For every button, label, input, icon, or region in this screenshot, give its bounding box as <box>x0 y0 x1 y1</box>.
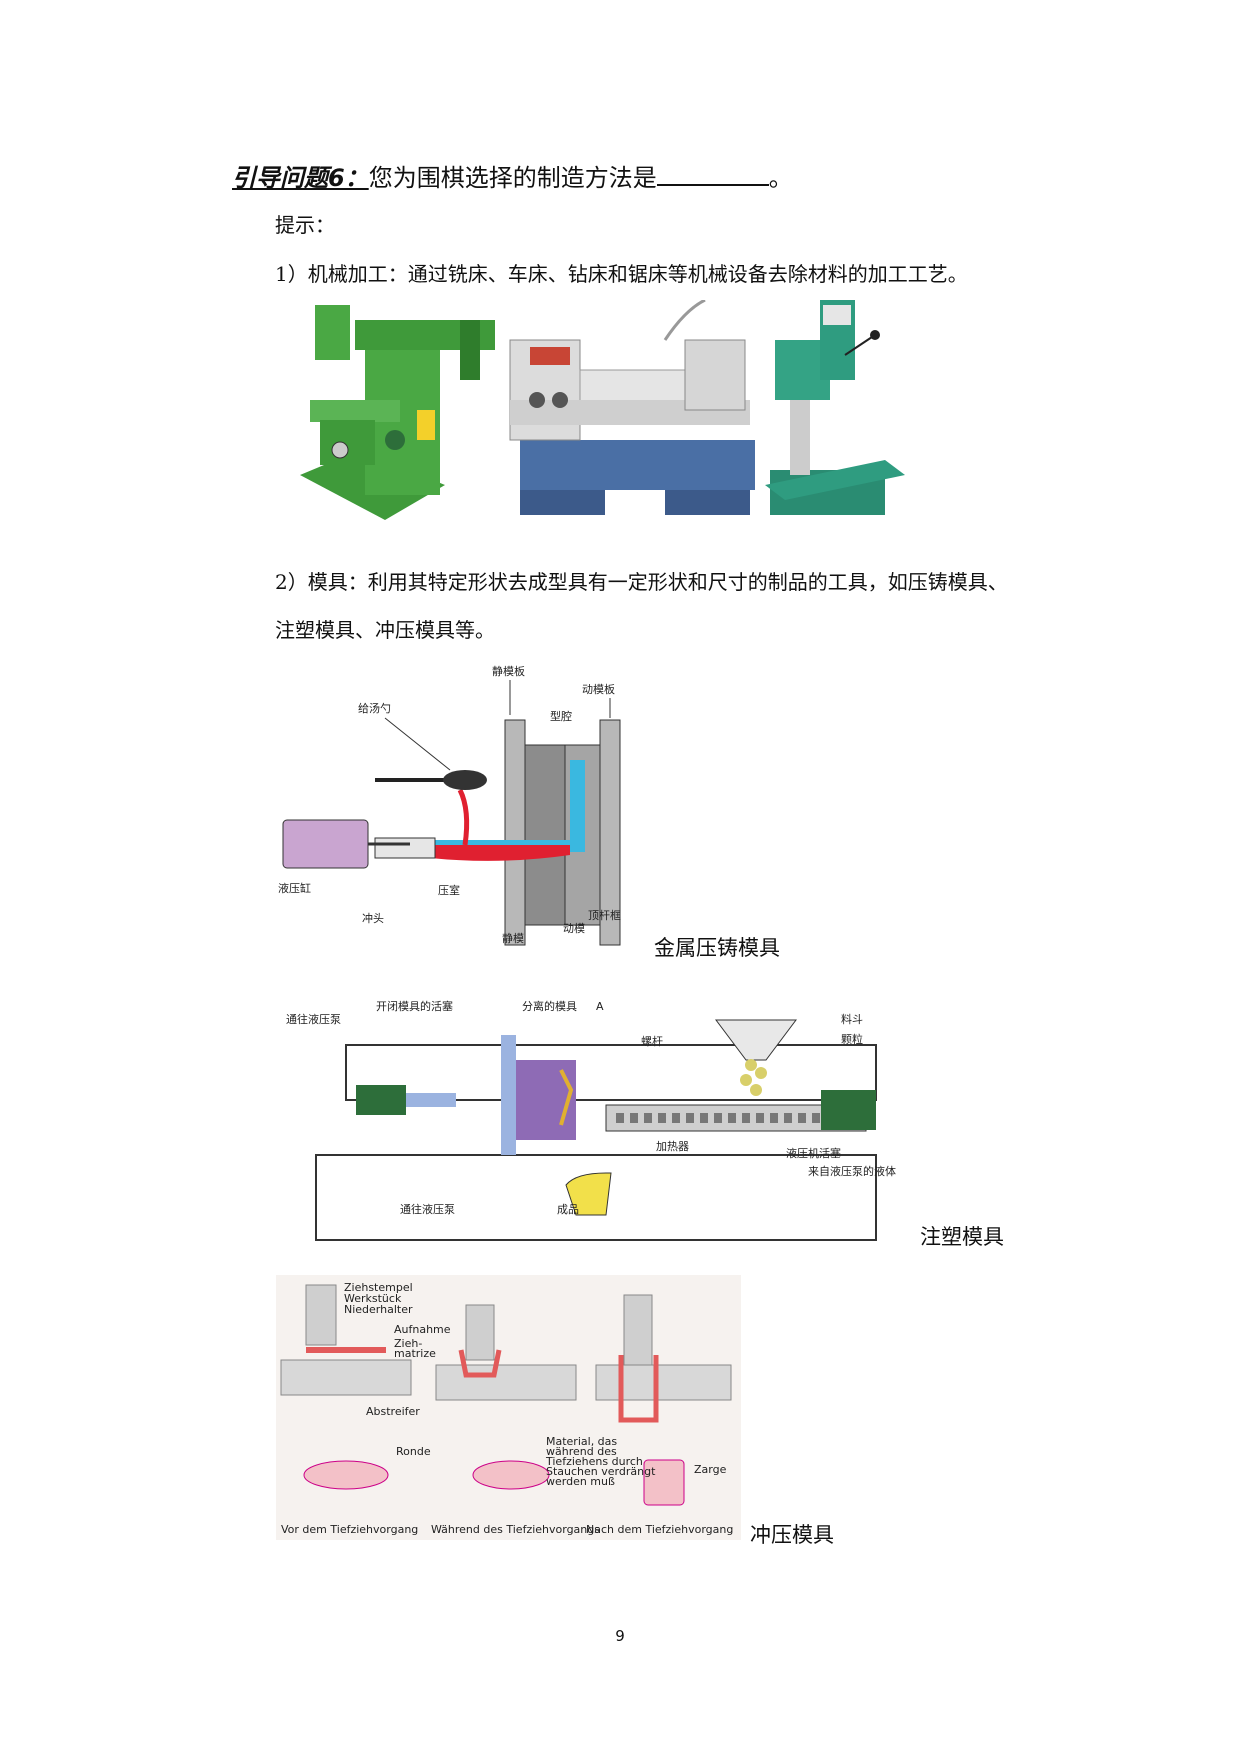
hyd-piston <box>821 1090 876 1130</box>
label-cavity: 型腔 <box>550 709 572 723</box>
stage-2 <box>435 1304 577 1490</box>
milling-machine-image <box>300 305 495 520</box>
label-granules: 颗粒 <box>841 1032 863 1046</box>
label-fluid-from-pump: 来自液压泵的液体 <box>808 1164 896 1178</box>
mold-left <box>516 1060 576 1140</box>
label-blank: Ronde <box>396 1445 431 1458</box>
label-holder: Niederhalter <box>344 1303 413 1316</box>
label-cylinder: 液压缸 <box>278 881 311 895</box>
label-cup: Zarge <box>694 1463 727 1476</box>
hydraulic-cylinder <box>282 819 369 869</box>
label-marker-a: A <box>596 1000 604 1013</box>
caption-stamping: 冲压模具 <box>750 1523 834 1547</box>
machining-photos <box>300 300 905 520</box>
label-screw: 螺杆 <box>641 1034 663 1048</box>
label-moving-die: 动模 <box>563 922 585 935</box>
piston-left <box>356 1085 406 1115</box>
item-2-line-1: 2）模具：利用其特定形状去成型具有一定形状和尺寸的制品的工具，如压铸模具、 <box>275 570 1008 594</box>
hopper <box>715 1019 797 1061</box>
label-ladle: 给汤勺 <box>358 701 391 715</box>
label-to-pump-bottom: 通往液压泵 <box>400 1202 455 1216</box>
question-end: 。 <box>768 164 793 192</box>
question-label: 引导问题6： <box>232 164 369 192</box>
label-hyd-piston: 液压机活塞 <box>786 1146 841 1160</box>
hint-label: 提示： <box>275 213 335 237</box>
page-number: 9 <box>615 1627 625 1645</box>
label-stage-3: Nach dem Tiefziehvorgang <box>586 1523 733 1536</box>
label-punch: Ziehstempel <box>344 1281 413 1294</box>
fixed-die <box>524 744 566 926</box>
label-heater: 加热器 <box>656 1140 689 1153</box>
molten-metal <box>425 845 570 861</box>
label-fixed-die: 静模 <box>502 931 524 945</box>
label-to-pump-left: 通往液压泵 <box>286 1012 341 1026</box>
item-1-text: 1）机械加工：通过铣床、车床、钻床和锯床等机械设备去除材料的加工工艺。 <box>275 262 968 286</box>
label-piston: 开闭模具的活塞 <box>376 999 453 1013</box>
label-fixed-plate: 静模板 <box>492 664 525 678</box>
stage-3 <box>595 1294 732 1506</box>
label-die-2: matrize <box>394 1347 436 1360</box>
label-note-2: während des <box>546 1445 617 1458</box>
item-2-line-2: 注塑模具、冲压模具等。 <box>275 618 495 642</box>
drill-press-image <box>765 300 905 515</box>
label-note-3: Tiefziehens durch <box>545 1455 643 1468</box>
label-note-5: werden muß <box>546 1475 615 1488</box>
product-bucket <box>565 1172 612 1216</box>
injection-molding-diagram: 通往液压泵 开闭模具的活塞 分离的模具 A 料斗 颗粒 螺杆 加热器 液压机活塞… <box>286 999 896 1241</box>
label-hopper: 料斗 <box>841 1012 863 1026</box>
label-note-1: Material, das <box>546 1435 617 1448</box>
label-product: 成品 <box>557 1203 579 1216</box>
label-stage-2: Während des Tiefziehvorgangs <box>431 1523 600 1536</box>
label-stripper: Abstreifer <box>366 1405 420 1418</box>
lathe-image <box>509 300 755 515</box>
fixed-plate <box>504 719 526 946</box>
answer-blank[interactable] <box>656 164 769 186</box>
label-moving-plate: 动模板 <box>582 682 615 696</box>
caption-injection: 注塑模具 <box>920 1225 1004 1249</box>
caption-die-casting: 金属压铸模具 <box>654 936 780 960</box>
question-heading: 引导问题6：您为围棋选择的制造方法是 。 <box>232 158 793 193</box>
die-casting-diagram: 静模板 动模板 型腔 给汤勺 液压缸 压室 冲头 静模 动模 顶杆框 <box>278 664 621 946</box>
stage-1 <box>280 1284 412 1490</box>
question-text: 您为围棋选择的制造方法是 <box>368 164 657 192</box>
label-workpiece: Werkstück <box>344 1292 402 1305</box>
label-die-1: Zieh- <box>394 1337 422 1350</box>
ladle-icon <box>443 770 487 790</box>
label-ejector-frame: 顶杆框 <box>588 908 621 922</box>
label-receiver: Aufnahme <box>394 1323 451 1336</box>
label-split-mold: 分离的模具 <box>522 999 577 1013</box>
label-plunger: 冲头 <box>362 911 384 925</box>
label-note-4: Stauchen verdrängt <box>546 1465 656 1478</box>
cavity <box>570 760 585 840</box>
label-stage-1: Vor dem Tiefziehvorgang <box>281 1523 418 1536</box>
label-chamber: 压室 <box>438 883 460 897</box>
stamping-diagram: Ziehstempel Werkstück Niederhalter Aufna… <box>276 1275 741 1540</box>
piston-plate <box>501 1035 516 1155</box>
